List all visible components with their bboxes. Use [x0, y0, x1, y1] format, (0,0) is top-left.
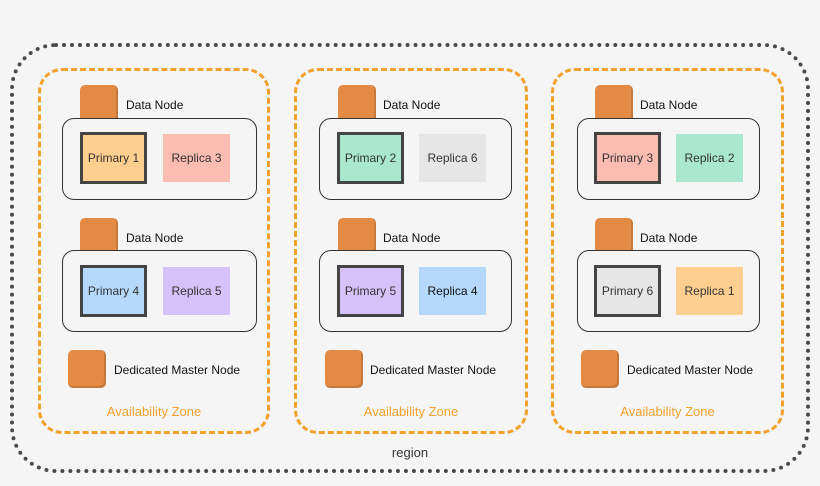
primary-shard-3: Primary 3 [594, 132, 661, 184]
primary-shard-6: Primary 6 [594, 265, 661, 317]
primary-shard-5: Primary 5 [337, 265, 404, 317]
replica-shard-5: Replica 5 [163, 267, 230, 315]
data-node-icon [595, 218, 633, 256]
region-boundary [10, 43, 810, 473]
replica-shard-6: Replica 6 [419, 134, 486, 182]
replica-shard-4: Replica 4 [419, 267, 486, 315]
data-node-label: Data Node [383, 98, 441, 112]
data-node-label: Data Node [126, 231, 184, 245]
data-node-icon [80, 218, 118, 256]
master-node-label: Dedicated Master Node [370, 363, 497, 377]
region-label: region [391, 445, 429, 460]
availability-zone-3 [551, 68, 784, 434]
replica-shard-1: Replica 1 [676, 267, 743, 315]
master-node-label: Dedicated Master Node [627, 363, 754, 377]
data-node-label: Data Node [126, 98, 184, 112]
master-node-label: Dedicated Master Node [114, 363, 241, 377]
data-node-icon [338, 85, 376, 123]
master-node-icon [325, 350, 363, 388]
replica-shard-3: Replica 3 [163, 134, 230, 182]
data-node-label: Data Node [640, 231, 698, 245]
replica-shard-2: Replica 2 [676, 134, 743, 182]
primary-shard-2: Primary 2 [337, 132, 404, 184]
data-node-label: Data Node [640, 98, 698, 112]
availability-zone-1 [38, 68, 270, 434]
availability-zone-2 [294, 68, 528, 434]
data-node-icon [595, 85, 633, 123]
data-node-label: Data Node [383, 231, 441, 245]
master-node-icon [581, 350, 619, 388]
availability-zone-label: Availability Zone [363, 404, 459, 419]
primary-shard-1: Primary 1 [80, 132, 147, 184]
availability-zone-label: Availability Zone [620, 404, 715, 419]
data-node-icon [80, 85, 118, 123]
primary-shard-4: Primary 4 [80, 265, 147, 317]
master-node-icon [68, 350, 106, 388]
availability-zone-label: Availability Zone [106, 404, 202, 419]
data-node-icon [338, 218, 376, 256]
